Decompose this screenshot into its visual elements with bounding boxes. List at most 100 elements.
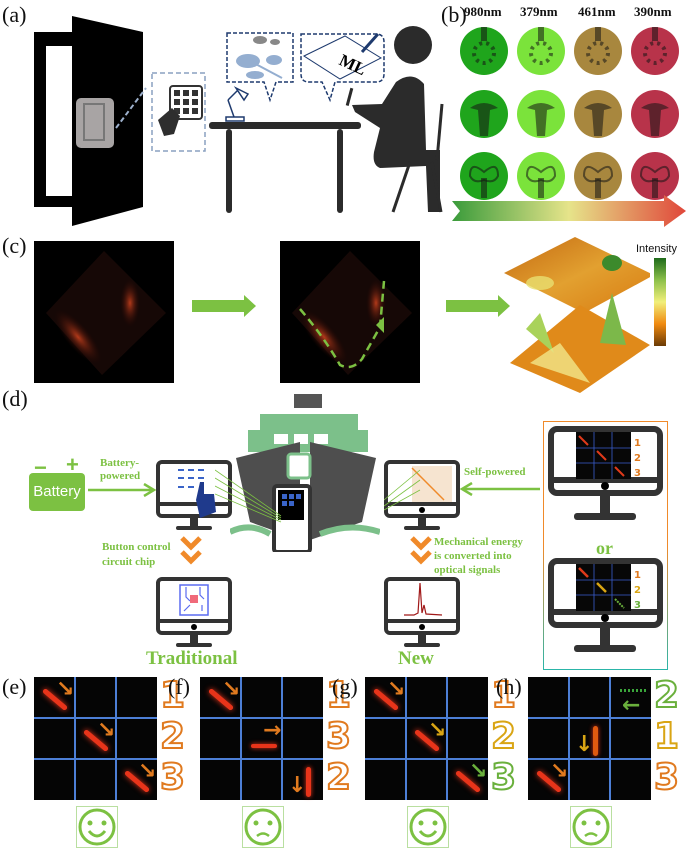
wavelength-label-3: 461nm bbox=[578, 4, 616, 19]
button-control-line-1: Button control bbox=[102, 541, 171, 553]
luminescent-stroke-cell: ↘ bbox=[451, 759, 487, 796]
desk-icon bbox=[209, 122, 361, 213]
direction-arrow-icon: → bbox=[263, 718, 282, 743]
lamp-icon bbox=[225, 86, 250, 122]
ship-funnel bbox=[294, 394, 322, 408]
mechanical-line-3: optical signals bbox=[434, 564, 501, 576]
intensity-3d-surface bbox=[504, 237, 650, 393]
pattern-circle-palm-tree-379nm bbox=[517, 90, 565, 138]
pattern-circle-butterfly-980nm bbox=[460, 152, 508, 200]
digit-icon-3: 3 bbox=[159, 757, 186, 798]
monitor-circuit-chip bbox=[156, 577, 232, 647]
monitor-option-2: 1 2 3 bbox=[548, 558, 663, 652]
ml-thought-bubble bbox=[300, 33, 385, 103]
person-icon bbox=[345, 26, 440, 212]
luminescent-stroke-cell: ↘ bbox=[120, 759, 156, 796]
luminescence-image-raw bbox=[34, 241, 174, 383]
grid-line bbox=[74, 677, 76, 800]
grid-line bbox=[405, 677, 407, 800]
digit-icon-2: 2 bbox=[490, 716, 517, 757]
traditional-label: Traditional bbox=[146, 648, 238, 669]
direction-arrow-icon: ↘ bbox=[550, 759, 569, 784]
luminescence-image-traced bbox=[280, 241, 420, 383]
plant-thought-bubble bbox=[226, 32, 294, 103]
digit-icon-2: 2 bbox=[653, 675, 680, 716]
gesture-grid: ← ↓↘ bbox=[528, 677, 651, 800]
pattern-circle-palm-tree-461nm bbox=[574, 90, 622, 138]
grid-line bbox=[528, 758, 651, 760]
luminescent-stroke-cell: ← bbox=[614, 681, 647, 718]
grid-line bbox=[365, 717, 488, 719]
button-control-label: Button control circuit chip bbox=[102, 540, 171, 570]
wavelength-label-1: 980nm bbox=[464, 4, 502, 19]
grid-line bbox=[568, 677, 570, 800]
monitor-self-powered bbox=[384, 460, 460, 530]
pattern-circle-sun-461nm bbox=[574, 27, 622, 75]
mechanical-line-1: Mechanical energy bbox=[434, 536, 523, 548]
monitor-spectrum bbox=[384, 577, 460, 647]
gesture-grid: ↘ → ↓ bbox=[200, 677, 323, 800]
digit-icon-1: 1 bbox=[159, 675, 186, 716]
direction-arrow-icon: ↓ bbox=[288, 773, 307, 798]
pattern-circle-palm-tree-390nm bbox=[631, 90, 679, 138]
battery-icon: Battery bbox=[29, 473, 85, 511]
pattern-circle-butterfly-390nm bbox=[631, 152, 679, 200]
light-stroke bbox=[620, 689, 646, 692]
grid-line bbox=[34, 758, 157, 760]
svg-text:2: 2 bbox=[634, 585, 641, 596]
pattern-circle-sun-390nm bbox=[631, 27, 679, 75]
spectrum-peak-icon bbox=[404, 582, 443, 616]
direction-arrow-icon: ↘ bbox=[138, 759, 157, 784]
pattern-circle-sun-980nm bbox=[460, 27, 508, 75]
digit-icon-1: 1 bbox=[490, 675, 517, 716]
svg-text:2: 2 bbox=[634, 453, 641, 464]
wavelength-gradient-arrow bbox=[452, 195, 686, 227]
luminescent-stroke-cell: ↘ bbox=[38, 677, 74, 714]
door-icon bbox=[34, 16, 147, 226]
svg-text:3: 3 bbox=[634, 600, 641, 611]
luminescent-stroke-cell: → bbox=[245, 718, 281, 755]
intensity-colorbar bbox=[654, 258, 666, 346]
grid-line bbox=[200, 758, 323, 760]
panel-b-label: (b) bbox=[441, 2, 467, 27]
grid-line bbox=[528, 717, 651, 719]
panel-d-label: (d) bbox=[2, 386, 28, 411]
monitor-option-1: 3 1 2 bbox=[548, 426, 663, 520]
chevron-down-icon-right bbox=[410, 536, 432, 565]
luminescent-stroke-cell: ↘ bbox=[410, 718, 446, 755]
panel-f-label: (f) bbox=[168, 674, 190, 699]
direction-arrow-icon: ↘ bbox=[428, 718, 447, 743]
grid-line bbox=[365, 758, 488, 760]
grid-line bbox=[200, 717, 323, 719]
chevron-down-icon-left bbox=[180, 536, 202, 565]
pattern-circle-sun-379nm bbox=[517, 27, 565, 75]
happy-face-icon bbox=[75, 806, 118, 848]
arrow-right-icon-battery bbox=[88, 483, 157, 497]
direction-arrow-icon: ↘ bbox=[56, 677, 75, 702]
grid-line bbox=[609, 677, 611, 800]
colorbar-label: Intensity bbox=[636, 243, 677, 255]
gesture-grid: ↘↘↘ bbox=[365, 677, 488, 800]
direction-arrow-icon: ↘ bbox=[469, 759, 488, 784]
luminescent-stroke-cell: ↓ bbox=[573, 722, 606, 757]
battery-powered-line-1: Battery- bbox=[100, 457, 140, 469]
luminescent-stroke-cell: ↘ bbox=[204, 677, 240, 714]
pattern-circle-palm-tree-980nm bbox=[460, 90, 508, 138]
light-stroke bbox=[251, 744, 277, 748]
or-label: or bbox=[596, 538, 613, 558]
panel-a-illustration: ML bbox=[34, 16, 444, 226]
digit-icon-3: 3 bbox=[490, 757, 517, 798]
digit-icon-2: 2 bbox=[325, 757, 352, 798]
sad-face-icon bbox=[241, 806, 284, 848]
grid-line bbox=[281, 677, 283, 800]
grid-line bbox=[115, 677, 117, 800]
button-control-line-2: circuit chip bbox=[102, 556, 156, 568]
wavelength-label-4: 390nm bbox=[634, 4, 672, 19]
panel-e-label: (e) bbox=[2, 674, 27, 699]
panel-c-label: (c) bbox=[2, 233, 27, 258]
panel-g-label: (g) bbox=[332, 674, 358, 699]
digit-icon-3: 3 bbox=[653, 757, 680, 798]
gesture-grid: ↘↘↘ bbox=[34, 677, 157, 800]
digit-icon-2: 2 bbox=[159, 716, 186, 757]
direction-arrow-icon: ← bbox=[622, 693, 641, 718]
